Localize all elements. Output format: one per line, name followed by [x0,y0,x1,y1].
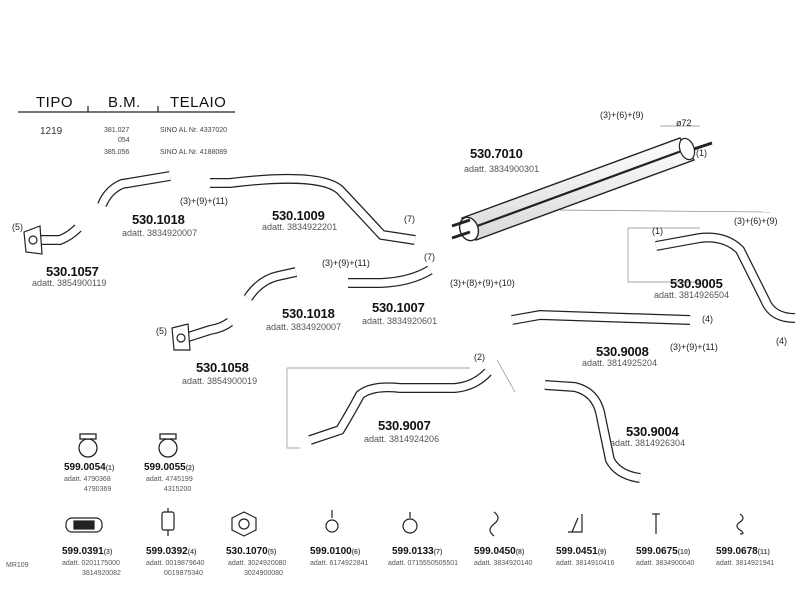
clamp-icon [78,433,178,458]
row-telaio-2: SINO AL Nr. 4188089 [160,149,228,156]
fitting-ref: adatt. 3814921941 [716,560,775,567]
bottom-icons [65,508,744,537]
assembly-note: (1) [696,148,707,158]
row-bm-3: 385.056 [104,149,130,156]
header-bm: B.M. [108,94,141,111]
part-adatt: adatt. 3834920601 [362,316,438,326]
assembly-note: (5) [12,222,23,232]
fitting-ref: adatt. 0019879640 [146,560,205,567]
assembly-note: (3)+(9)+(11) [322,258,370,268]
assembly-note: (3)+(8)+(9)+(10) [450,278,515,288]
fitting-ref: 3024900080 [244,570,283,577]
clamp-ref: adatt. 4790368 [64,476,111,483]
part-code: 530.1007 [372,300,425,315]
header-rules [18,106,235,113]
part-adatt: adatt. 3854900019 [182,376,258,386]
header-tipo: TIPO [36,94,74,111]
part-code: 530.9005 [670,276,723,291]
flange-gasket-1057 [23,225,43,255]
part-adatt: adatt. 3854900119 [32,278,107,288]
clamp-ref: 4790369 [84,486,112,493]
fitting-code: 599.0133(7) [392,546,443,557]
diameter-note: ø72 [676,118,692,128]
fitting-ref: adatt. 3834900040 [636,560,695,567]
part-adatt: adatt. 3834900301 [464,164,540,174]
part-adatt: adatt. 3814925204 [582,358,658,368]
assembly-note: (5) [156,326,167,336]
flange-gasket-1058 [171,323,191,351]
part-adatt: adatt. 3814926504 [654,290,730,300]
assembly-note: (4) [776,336,787,346]
part-code: 530.9007 [378,418,431,433]
assembly-note: (2) [474,352,485,362]
assembly-note: (3)+(6)+(9) [600,110,644,120]
assembly-note: (3)+(9)+(11) [670,342,718,352]
part-code: 530.1009 [272,208,325,223]
header-telaio: TELAIO [170,94,227,111]
fitting-ref: adatt. 3024920080 [228,560,287,567]
row-tipo: 1219 [40,126,63,137]
part-code: 530.1018 [132,212,185,227]
fitting-ref: adatt. 3834920140 [474,560,533,567]
diagram-id: MR109 [6,562,29,569]
clamp-ref: 4315200 [164,486,192,493]
fitting-code: 599.0100(6) [310,546,361,557]
assembly-note: (7) [404,214,415,224]
row-bm-1: 381.027 [104,127,130,134]
muffler-530-7010 [451,137,713,242]
fitting-ref: adatt. 6174922841 [310,560,369,567]
part-code: 530.9008 [596,344,649,359]
part-adatt: adatt. 3814924206 [364,434,440,444]
fitting-code: 530.1070(5) [226,546,277,557]
assembly-note: (3)+(9)+(11) [180,196,228,206]
fitting-code: 599.0678(11) [716,546,770,557]
fitting-code: 599.0392(4) [146,546,197,557]
part-code: 530.1018 [282,306,335,321]
clamp-ref: adatt. 4745199 [146,476,193,483]
fitting-ref: adatt. 0715550505501 [388,560,459,567]
assembly-note: (3)+(6)+(9) [734,216,778,226]
guide-lines [286,125,771,449]
assembly-note: (4) [702,314,713,324]
clamp-code: 599.0055(2) [144,462,195,473]
assembly-note: (1) [652,226,663,236]
part-adatt: adatt. 3834920007 [266,322,342,332]
part-adatt: adatt. 3834922201 [262,222,338,232]
part-adatt: adatt. 3834920007 [122,228,198,238]
fitting-ref: 3814920082 [82,570,121,577]
assembly-note: (7) [424,252,435,262]
part-code: 530.9004 [626,424,679,439]
fitting-ref: adatt. 0201175000 [62,560,120,567]
row-bm-2: 054 [118,137,130,144]
part-code: 530.7010 [470,146,523,161]
fitting-ref: 0019875340 [164,570,203,577]
fitting-ref: adatt. 3814910416 [556,560,615,567]
fitting-code: 599.0450(8) [474,546,525,557]
fitting-code: 599.0451(9) [556,546,607,557]
fitting-code: 599.0675(10) [636,546,691,557]
pipes [40,171,796,483]
row-telaio-1: SINO AL Nr. 4337020 [160,127,228,134]
fitting-code: 599.0391(3) [62,546,113,557]
part-code: 530.1057 [46,264,99,279]
part-adatt: adatt. 3814926304 [610,438,686,448]
part-code: 530.1058 [196,360,249,375]
clamp-code: 599.0054(1) [64,462,115,473]
